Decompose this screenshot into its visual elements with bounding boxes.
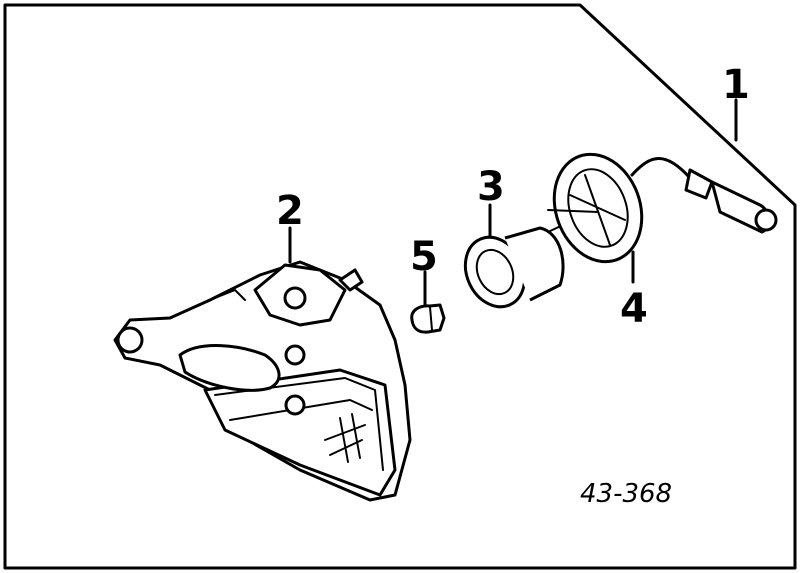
reference-number: 43-368 [580, 479, 672, 509]
callout-1: 1 [722, 62, 750, 108]
callout-4: 4 [620, 286, 648, 332]
callout-3: 3 [477, 164, 505, 210]
bulb-drawing [410, 303, 446, 334]
socket-drawing [463, 223, 576, 309]
callout-2: 2 [276, 188, 304, 234]
callout-5: 5 [410, 234, 438, 280]
lamp-housing-drawing [113, 260, 412, 502]
diagram-frame [3, 3, 797, 570]
seal-ring-drawing [547, 152, 778, 264]
